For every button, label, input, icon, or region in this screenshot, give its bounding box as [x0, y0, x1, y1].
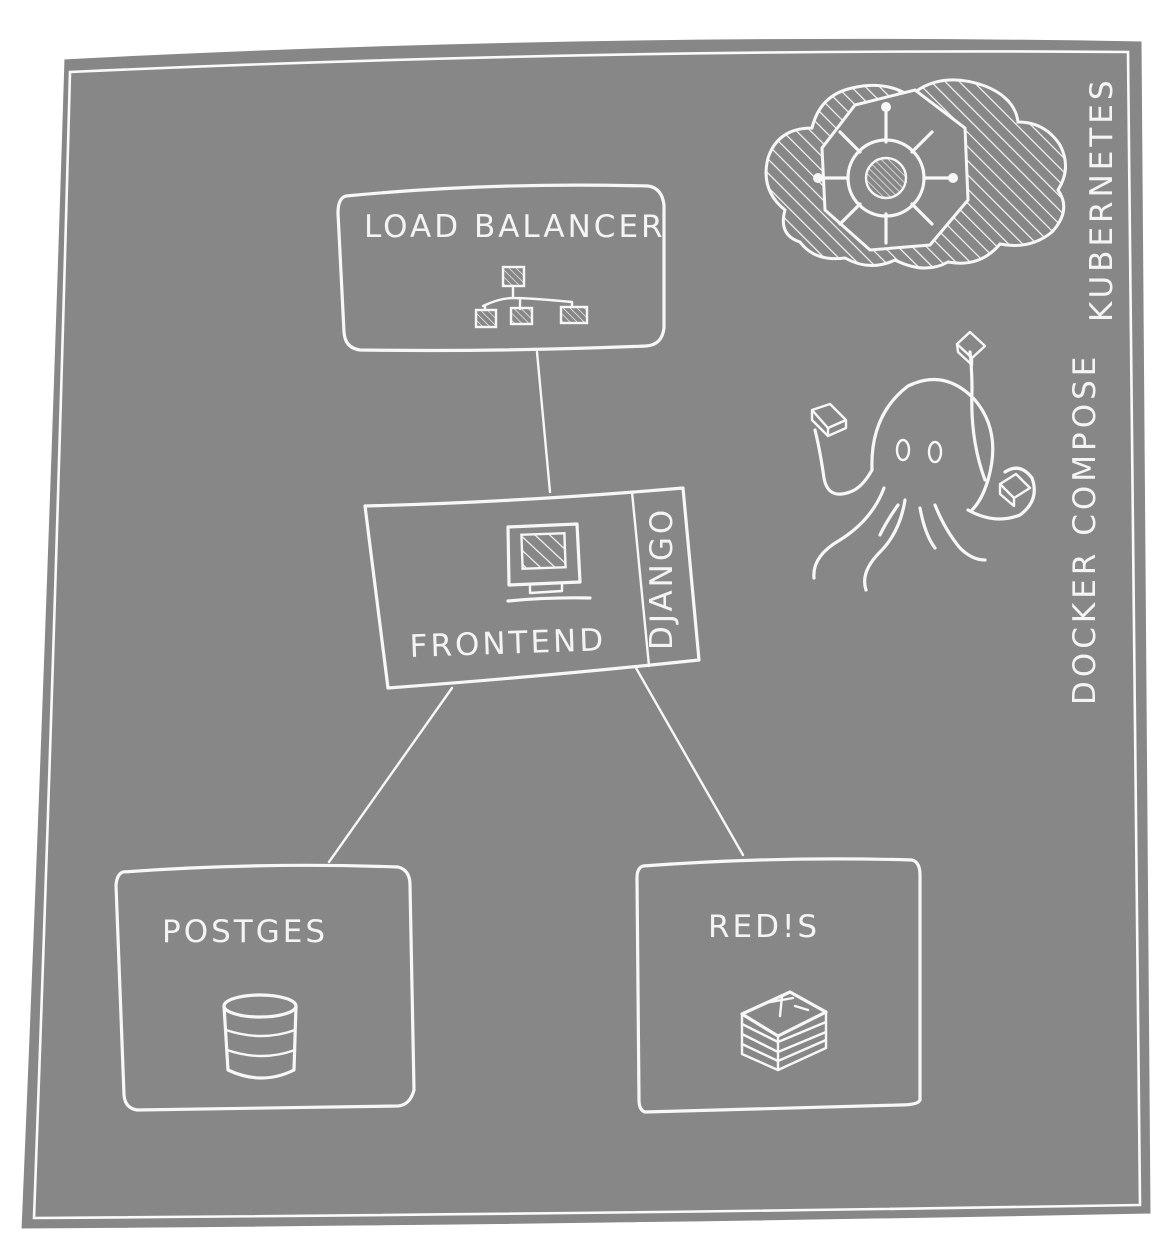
redis-label: RED!S: [708, 909, 820, 945]
database-cylinder-icon: [222, 993, 298, 1080]
kubernetes-helm-cloud-icon: [764, 78, 1067, 270]
load-balancer-label: LOAD BALANCER: [364, 209, 666, 245]
node-redis: RED!S: [635, 857, 922, 1114]
edge-frontend-redis: [634, 666, 745, 857]
network-hierarchy-icon: [474, 265, 589, 329]
edge-frontend-postgres: [327, 686, 454, 864]
computer-monitor-icon: [506, 522, 592, 603]
edges: [327, 350, 745, 864]
edge-lb-frontend: [535, 350, 552, 494]
redis-stack-icon: [740, 990, 828, 1072]
docker-compose-label: DOCKER COMPOSE: [1067, 353, 1103, 705]
board: [18, 35, 1154, 1232]
node-postgres: POSTGES: [114, 863, 416, 1112]
frontend-label: FRONTEND: [409, 622, 607, 665]
django-tag: DJANGO: [644, 507, 680, 650]
postgres-label: POSTGES: [162, 914, 328, 950]
node-frontend: FRONTEND DJANGO: [363, 486, 701, 690]
octopus-icon: [810, 330, 1036, 592]
kubernetes-label: KUBERNETES: [1084, 76, 1120, 322]
node-load-balancer: LOAD BALANCER: [336, 183, 666, 353]
